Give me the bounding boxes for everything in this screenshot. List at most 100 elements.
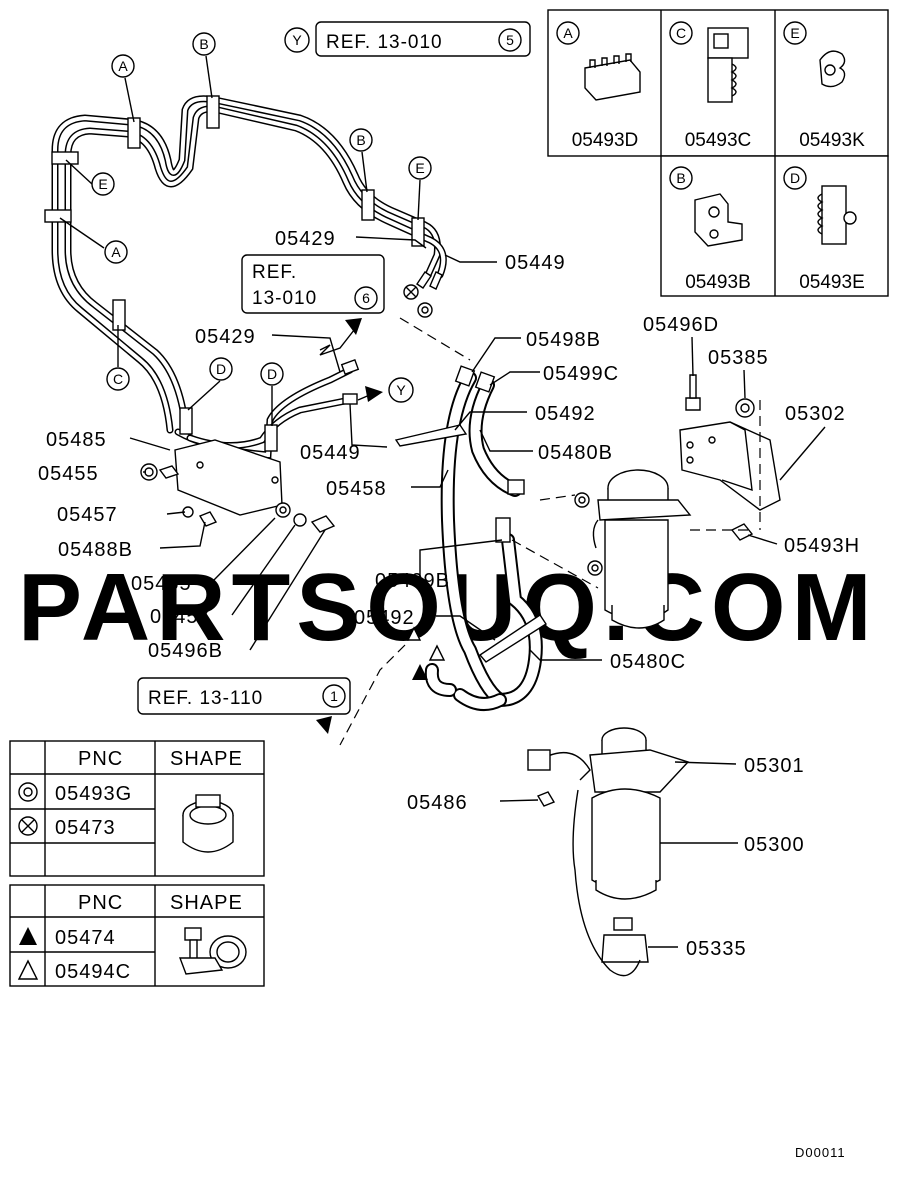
label-05499c[interactable]: 05499C — [543, 363, 619, 385]
clip-marker-e-left[interactable]: E — [65, 159, 115, 196]
label-05493h[interactable]: 05493H — [784, 535, 860, 557]
label-05449-top[interactable]: 05449 — [505, 252, 566, 274]
clip-legend-cell-d[interactable]: D 05493E — [783, 166, 865, 293]
svg-text:A: A — [563, 25, 573, 41]
diagram-id: D00011 — [795, 1145, 846, 1160]
clip-marker-c-left[interactable]: C — [106, 325, 130, 391]
double-circle-icon — [18, 782, 38, 802]
label-05496b[interactable]: 05496B — [148, 640, 223, 662]
ref-y-top[interactable]: Y REF. 13-010 5 — [284, 21, 531, 57]
table1-header-pnc: PNC — [78, 748, 123, 770]
circle-x-icon — [18, 816, 38, 836]
table2-header-pnc: PNC — [78, 892, 123, 914]
label-05458[interactable]: 05458 — [326, 478, 387, 500]
label-05492-bottom[interactable]: 05492 — [354, 607, 415, 629]
label-05457-b[interactable]: 05457 — [150, 606, 211, 628]
leader-lines — [129, 236, 826, 948]
fitting-markers-top — [403, 284, 433, 318]
label-05499b[interactable]: 05499B — [375, 570, 450, 592]
clip-marker-e-right[interactable]: E — [408, 156, 432, 221]
label-05496d[interactable]: 05496D — [643, 314, 719, 336]
clip-pnc-05493b: 05493B — [685, 272, 751, 293]
filled-triangle-icon — [19, 927, 37, 945]
ref-left-box[interactable]: REF. 13-010 6 — [241, 254, 385, 314]
clip-legend: A 05493D C 05493C E 05493K B — [547, 9, 889, 297]
clip-legend-cell-a[interactable]: A 05493D — [556, 21, 641, 151]
y-marker-mid[interactable]: Y — [388, 377, 414, 403]
part-labels: 05429 05449 05429 05449 05485 05455 0545… — [38, 228, 860, 960]
clip-marker-d-left[interactable]: D — [187, 357, 233, 411]
clip-pnc-05493c: 05493C — [685, 130, 752, 151]
hose-clamp-shape-icon — [182, 794, 234, 853]
svg-text:B: B — [356, 132, 365, 148]
svg-text:B: B — [676, 170, 685, 186]
svg-text:C: C — [113, 371, 123, 387]
y-arrow-icon — [365, 386, 383, 402]
clip-marker-b-right[interactable]: B — [349, 128, 373, 193]
table2-row2-pnc[interactable]: 05494C — [55, 961, 131, 983]
small-parts-left — [140, 463, 336, 533]
label-05455-b[interactable]: 05455 — [131, 573, 192, 595]
ref-bottom-text: REF. 13-110 — [148, 688, 263, 709]
svg-text:A: A — [111, 244, 121, 260]
clip-marker-a-top[interactable]: A — [111, 54, 135, 123]
clip-pnc-05493k: 05493K — [799, 130, 865, 151]
open-triangle-icon — [17, 959, 39, 980]
svg-text:E: E — [415, 160, 424, 176]
ref-top-text: REF. 13-010 — [326, 32, 443, 53]
ref-left-line2: 13-010 — [252, 288, 317, 309]
bolt-clamp-shape-icon — [178, 927, 247, 975]
clip-marker-group: A B E A C B E D D — [59, 32, 432, 426]
label-05449-mid[interactable]: 05449 — [300, 442, 361, 464]
pnc-table-2: PNC SHAPE 05474 05494C — [9, 884, 265, 987]
label-05498b[interactable]: 05498B — [526, 329, 601, 351]
label-05302[interactable]: 05302 — [785, 403, 846, 425]
clip-pnc-05493e: 05493E — [799, 272, 865, 293]
table2-row1-pnc[interactable]: 05474 — [55, 927, 116, 949]
ref-top-num: 5 — [506, 32, 514, 48]
table1-row2-pnc[interactable]: 05473 — [55, 817, 116, 839]
svg-text:D: D — [216, 361, 226, 377]
svg-text:D: D — [790, 170, 800, 186]
label-05457-a[interactable]: 05457 — [57, 504, 118, 526]
ref-bottom-num: 1 — [330, 688, 338, 704]
table2-header-shape: SHAPE — [170, 892, 243, 914]
filter-upper — [592, 469, 692, 629]
ref-arrow-icon — [345, 318, 362, 335]
svg-text:Y: Y — [396, 382, 406, 398]
ref-bottom-box[interactable]: REF. 13-110 1 — [137, 677, 351, 715]
label-05301[interactable]: 05301 — [744, 755, 805, 777]
clip-pnc-05493d: 05493D — [572, 130, 639, 151]
label-05335[interactable]: 05335 — [686, 938, 747, 960]
bolt-05496d — [685, 374, 701, 411]
bracket-05302 — [679, 421, 781, 511]
label-05385[interactable]: 05385 — [708, 347, 769, 369]
label-05488b[interactable]: 05488B — [58, 539, 133, 561]
svg-text:C: C — [676, 25, 686, 41]
label-05492-top[interactable]: 05492 — [535, 403, 596, 425]
ref-left-line1: REF. — [252, 262, 297, 283]
svg-text:E: E — [790, 25, 799, 41]
label-05480b[interactable]: 05480B — [538, 442, 613, 464]
clip-legend-cell-b[interactable]: B 05493B — [669, 166, 751, 293]
label-05455-a[interactable]: 05455 — [38, 463, 99, 485]
svg-text:E: E — [98, 176, 107, 192]
pnc-table-1: PNC SHAPE 05493G 05473 — [9, 740, 265, 877]
clip-marker-d-right[interactable]: D — [260, 362, 284, 426]
label-05429-top[interactable]: 05429 — [275, 228, 336, 250]
ref-left-num: 6 — [362, 290, 370, 306]
filter-lower — [527, 727, 690, 977]
label-05480c[interactable]: 05480C — [610, 651, 686, 673]
label-05486[interactable]: 05486 — [407, 792, 468, 814]
svg-text:A: A — [118, 58, 128, 74]
label-05485[interactable]: 05485 — [46, 429, 107, 451]
clip-marker-a-left[interactable]: A — [59, 217, 128, 264]
clip-legend-cell-c[interactable]: C 05493C — [669, 21, 752, 151]
svg-text:D: D — [267, 366, 277, 382]
clip-legend-cell-e[interactable]: E 05493K — [783, 21, 865, 151]
label-05429-mid[interactable]: 05429 — [195, 326, 256, 348]
table1-row1-pnc[interactable]: 05493G — [55, 783, 132, 805]
label-05300[interactable]: 05300 — [744, 834, 805, 856]
clip-marker-b-top[interactable]: B — [192, 32, 216, 99]
